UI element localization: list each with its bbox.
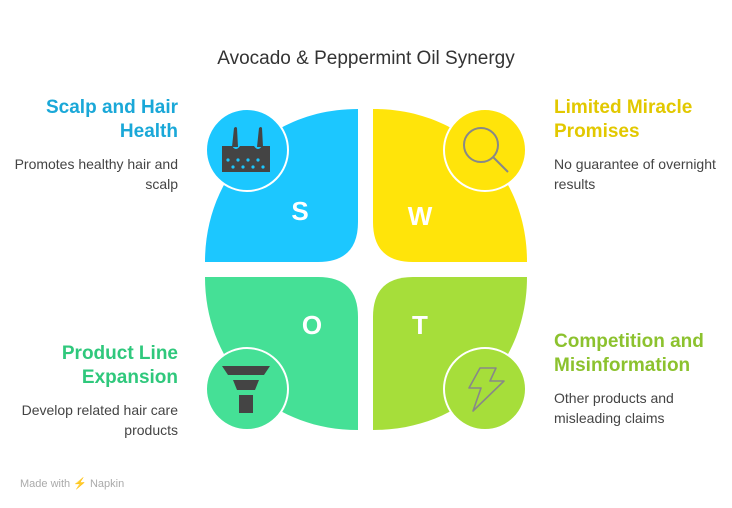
letter-o: O xyxy=(302,310,322,340)
strength-heading: Scalp and Hair Health xyxy=(46,97,178,142)
napkin-watermark: Made with ⚡ Napkin xyxy=(20,478,125,490)
threat-block: Competition and Misinformation Other pro… xyxy=(554,330,704,428)
strength-block: Scalp and Hair Health Promotes healthy h… xyxy=(8,96,178,194)
opportunity-block: Product Line Expansion Develop related h… xyxy=(8,342,178,440)
letter-t: T xyxy=(412,310,428,340)
quadrant-s xyxy=(205,109,358,262)
funnel-icon xyxy=(205,347,289,431)
opportunity-text: Develop related hair care products xyxy=(21,402,178,438)
opportunity-heading: Product Line Expansion xyxy=(61,343,178,388)
weakness-block: Limited Miracle Promises No guarantee of… xyxy=(554,96,724,194)
letter-w: W xyxy=(408,201,433,231)
scalp-icon xyxy=(205,108,289,192)
threat-heading: Competition and Misinformation xyxy=(554,331,704,376)
quadrant-o xyxy=(205,277,358,430)
strength-text: Promotes healthy hair and scalp xyxy=(14,156,178,192)
magnifier-icon xyxy=(443,108,527,192)
weakness-heading: Limited Miracle Promises xyxy=(554,97,693,142)
lightning-icon xyxy=(443,347,527,431)
threat-text: Other products and misleading claims xyxy=(554,390,674,426)
letter-s: S xyxy=(291,196,308,226)
quadrant-w xyxy=(373,109,527,262)
diagram-title: Avocado & Peppermint Oil Synergy xyxy=(217,48,515,69)
weakness-text: No guarantee of overnight results xyxy=(554,156,716,192)
quadrant-t xyxy=(373,277,527,430)
